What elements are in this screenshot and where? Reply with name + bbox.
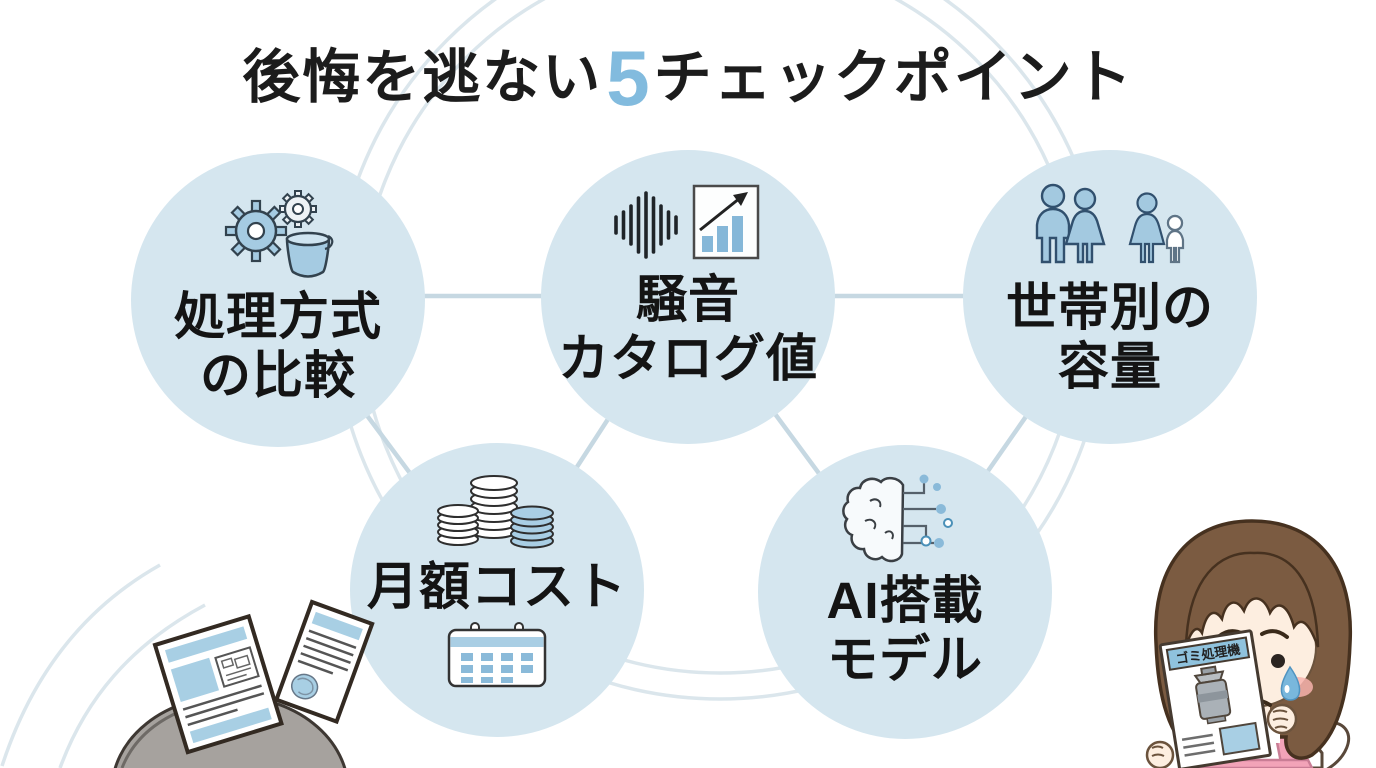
chart <box>692 184 760 260</box>
coin-stack-blue <box>510 505 554 549</box>
checkpoint-circle-5: AI搭載 モデル <box>758 445 1052 739</box>
catalog-photo <box>1218 721 1261 756</box>
hand-right <box>1266 703 1298 735</box>
small-gear <box>279 190 317 228</box>
corner-arc-1 <box>0 563 161 767</box>
family-icon <box>1035 183 1185 264</box>
checkpoint-circle-1: 処理方式 の比較 <box>131 153 425 447</box>
bucket <box>285 231 334 278</box>
catalog-text-lines <box>1181 733 1216 757</box>
parents <box>1035 183 1106 264</box>
gears-bucket-icon <box>224 190 334 278</box>
eye-right <box>1271 654 1285 668</box>
title-suffix: チェックポイント <box>653 45 1134 110</box>
tear-highlight <box>1284 685 1290 693</box>
newspaper-right-page <box>273 599 375 725</box>
title-prefix: 後悔を逃ない <box>242 45 603 110</box>
large-gear <box>224 199 288 263</box>
checkpoint-label-5: AI搭載 モデル <box>826 572 984 689</box>
mother-and-child <box>1128 192 1185 264</box>
checkpoint-circle-4: 月額コスト <box>350 443 644 737</box>
hand-left <box>1145 740 1175 768</box>
calendar-icon <box>447 622 547 688</box>
checkpoint-label-1: 処理方式 の比較 <box>173 288 382 405</box>
coin-stack-tall <box>470 475 518 539</box>
disposer-drawing <box>1193 665 1232 725</box>
coins-icon <box>437 475 554 549</box>
brain-circuit-icon <box>842 474 953 563</box>
worried-woman-illustration: ゴミ処理機 <box>1145 519 1353 768</box>
checkpoint-circle-2: 騒音 カタログ値 <box>541 150 835 444</box>
checkpoint-circle-3: 世帯別の 容量 <box>963 150 1257 444</box>
corner-arc-2 <box>58 603 206 768</box>
brain-folds <box>864 498 894 540</box>
title-number: 5 <box>606 34 650 122</box>
catalog: ゴミ処理機 <box>1158 629 1272 768</box>
bangs <box>1184 551 1320 648</box>
brain-half <box>842 476 905 563</box>
soundwave <box>614 191 678 259</box>
circuit-nodes <box>919 474 953 548</box>
checkpoint-label-4: 月額コスト <box>366 558 627 615</box>
calendar-grid <box>461 653 533 684</box>
checkpoint-label-2: 騒音 カタログ値 <box>557 271 818 388</box>
newspaper-reader-illustration <box>113 599 375 768</box>
soundwave-chart-icon <box>614 184 760 260</box>
page-title: 後悔を逃ない5チェックポイント <box>0 30 1376 124</box>
coin-stack-left <box>437 504 479 546</box>
circuit-traces <box>903 483 936 545</box>
newspaper-left-page <box>152 613 284 755</box>
checkpoint-label-3: 世帯別の 容量 <box>1005 279 1214 396</box>
